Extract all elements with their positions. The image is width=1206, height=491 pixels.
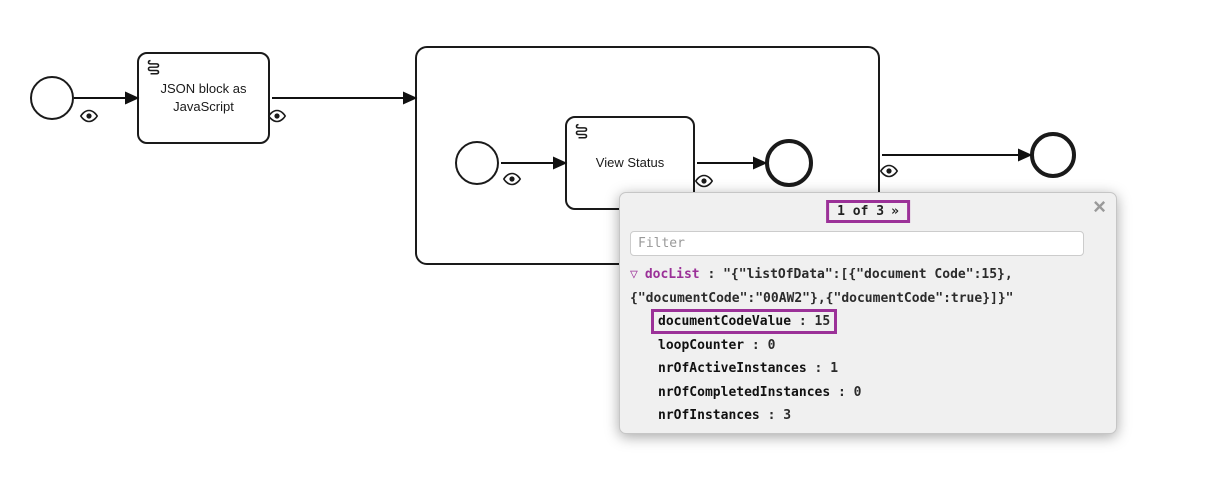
start-event[interactable] <box>30 76 74 120</box>
separator: : <box>699 267 724 282</box>
watch-eye-icon[interactable] <box>879 164 899 178</box>
watch-eye-icon[interactable] <box>694 174 714 188</box>
separator: : <box>744 337 768 353</box>
variable-row-nrOfCompletedInstances: nrOfCompletedInstances : 0 <box>630 381 1106 405</box>
close-icon[interactable]: × <box>1093 194 1106 219</box>
variables-list: ▽ docList : "{"listOfData":[{"document Co… <box>630 263 1106 428</box>
watch-eye-icon[interactable] <box>502 172 522 186</box>
variable-name: nrOfActiveInstances <box>658 361 807 376</box>
variable-row-loopCounter: loopCounter : 0 <box>630 334 1106 358</box>
separator: : <box>806 361 831 376</box>
variable-row-nrOfActiveInstances: nrOfActiveInstances : 1 <box>630 357 1106 381</box>
separator: : <box>759 408 784 423</box>
pagination-badge: 1 of 3 » <box>826 200 910 223</box>
variable-value: 15 <box>814 314 831 329</box>
sequence-flow <box>272 91 418 105</box>
sequence-flow <box>882 148 1033 162</box>
variable-row-docList: ▽ docList : "{"listOfData":[{"document Co… <box>630 263 1106 310</box>
expand-triangle-icon[interactable]: ▽ <box>630 267 638 282</box>
highlight-box: documentCodeValue : 15 <box>651 309 838 334</box>
task-label: JSON block as JavaScript <box>160 81 247 114</box>
variable-row-documentCodeValue: documentCodeValue : 15 <box>630 309 1106 334</box>
variable-name: docList <box>644 267 700 282</box>
script-task-icon <box>574 123 589 145</box>
separator: : <box>830 384 854 400</box>
watch-eye-icon[interactable] <box>79 109 99 123</box>
filter-input[interactable] <box>630 231 1084 256</box>
task-json-block[interactable]: JSON block as JavaScript <box>137 52 270 144</box>
variable-value: 0 <box>767 337 776 353</box>
pagination-pages: 1 of 3 <box>837 204 885 219</box>
end-event[interactable] <box>1030 132 1076 178</box>
subprocess-end-event[interactable] <box>765 139 813 187</box>
variables-popup: 1 of 3 » × ▽ docList : "{"listOfData":[{"d… <box>619 192 1117 434</box>
variable-value: "{"listOfData":[{"document Code":15},{"d… <box>630 267 1014 306</box>
script-task-icon <box>146 59 161 81</box>
pagination-next-button[interactable]: » <box>891 204 899 219</box>
variable-name: nrOfCompletedInstances <box>658 384 831 400</box>
variable-name: documentCodeValue <box>658 314 792 329</box>
variable-value: 3 <box>783 408 792 423</box>
subprocess-start-event[interactable] <box>455 141 499 185</box>
variable-name: loopCounter <box>658 337 745 353</box>
separator: : <box>791 314 815 329</box>
task-label: View Status <box>595 155 665 171</box>
watch-eye-icon[interactable] <box>267 109 287 123</box>
variable-row-nrOfInstances: nrOfInstances : 3 <box>630 404 1106 428</box>
sequence-flow <box>74 91 140 105</box>
variable-value: 1 <box>830 361 839 376</box>
variable-name: nrOfInstances <box>658 408 760 423</box>
variable-value: 0 <box>853 384 862 400</box>
